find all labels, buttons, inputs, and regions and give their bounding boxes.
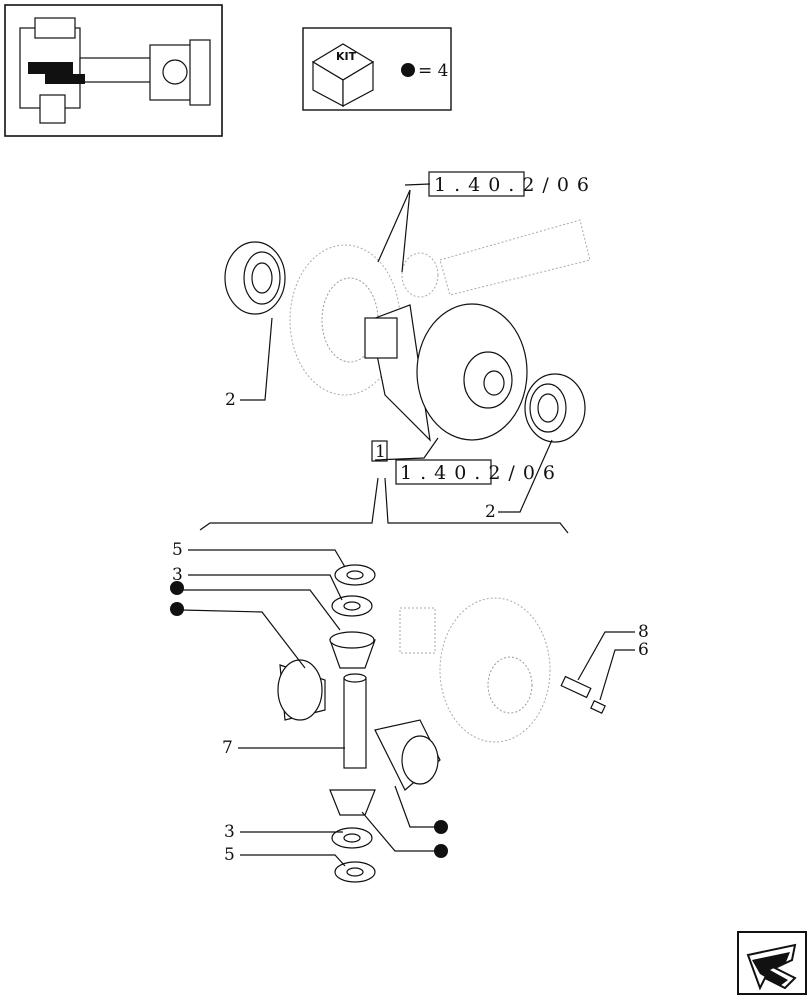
callout-3-bottom[interactable]: 3 [224, 822, 235, 842]
pinion-shaft-ghost [401, 219, 591, 298]
callout-2-left[interactable]: 2 [225, 390, 236, 410]
callout-5-bottom[interactable]: 5 [224, 845, 235, 865]
reference-lower[interactable]: 1.40.2/06 [395, 459, 563, 485]
callout-5-top[interactable]: 5 [172, 540, 183, 560]
group-bracket-right [384, 477, 569, 534]
reference-lower-text: 1.40.2/06 [400, 462, 563, 484]
callout-1[interactable]: 1 [371, 440, 388, 462]
reference-upper-text: 1.40.2/06 [434, 174, 597, 196]
washer-bottom [334, 861, 376, 883]
kit-count: = 4 [418, 61, 448, 81]
kit-bullet-4 [434, 844, 448, 858]
axle-assembly-thumbnail[interactable] [4, 4, 223, 137]
differential-housing [364, 303, 528, 442]
callout-7[interactable]: 7 [222, 738, 233, 758]
housing-ghost-lower [399, 597, 551, 743]
reference-upper[interactable]: 1.40.2/06 [428, 171, 597, 197]
side-gear-left [277, 659, 326, 721]
next-page-arrow-icon[interactable] [737, 931, 807, 995]
kit-legend-box: KIT = 4 [302, 27, 452, 111]
pin-shaft [343, 673, 367, 769]
kit-bullet-1 [170, 581, 184, 595]
callout-8[interactable]: 8 [638, 622, 649, 642]
planet-gear-top [329, 631, 376, 669]
bearing-right [524, 373, 586, 443]
planet-gear-bottom [329, 789, 376, 816]
callout-2-right[interactable]: 2 [485, 502, 496, 522]
callout-3-top[interactable]: 3 [172, 565, 183, 585]
thrust-washer-top [331, 595, 373, 617]
kit-bullet [401, 63, 415, 77]
callout-6[interactable]: 6 [638, 640, 649, 660]
svg-text:1: 1 [375, 442, 386, 462]
kit-cube-icon: KIT [311, 43, 375, 107]
kit-bullet-3 [434, 820, 448, 834]
bearing-left [224, 241, 286, 315]
kit-label: KIT [336, 50, 357, 63]
thrust-washer-bottom [331, 827, 373, 849]
roll-pin [560, 675, 606, 714]
kit-bullet-2 [170, 602, 184, 616]
leader-lines [181, 183, 635, 867]
washer-top [334, 564, 376, 586]
side-gear-right [374, 719, 441, 791]
group-bracket-left [199, 477, 379, 531]
